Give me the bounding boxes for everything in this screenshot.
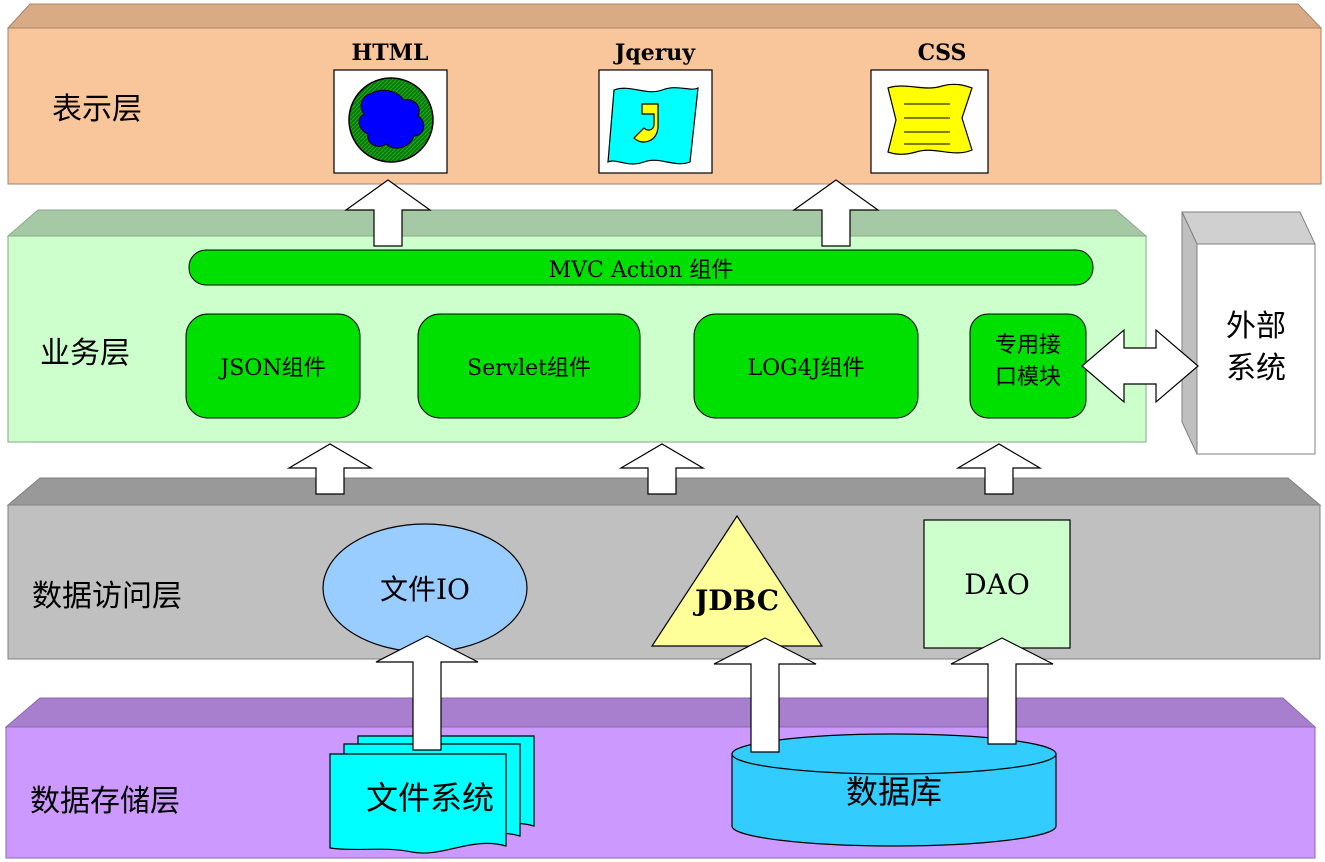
external-system-label-line2: 系统 xyxy=(1226,351,1286,386)
external-system-label-line1: 外部 xyxy=(1226,309,1286,344)
html-label: HTML xyxy=(351,40,429,66)
interface-module-label: 专用接 口模块 xyxy=(970,330,1086,394)
database-label: 数据库 xyxy=(845,773,942,811)
up-arrow-icon xyxy=(375,635,479,751)
jdbc-label: JDBC xyxy=(695,583,779,617)
external-system-label: 外部 系统 xyxy=(1197,306,1315,390)
file-system-label: 文件系统 xyxy=(365,779,494,817)
storage-layer-label: 数据存储层 xyxy=(30,784,180,819)
json-component-label: JSON组件 xyxy=(220,356,326,381)
database-cylinder-icon xyxy=(731,733,1057,847)
mvc-action-bar xyxy=(188,249,1094,286)
log4j-component-box xyxy=(693,313,919,419)
css-label: CSS xyxy=(917,40,967,66)
up-arrow-icon xyxy=(950,637,1054,745)
storage-layer-slab xyxy=(4,697,1317,859)
globe-icon xyxy=(333,69,448,174)
file-io-label: 文件IO xyxy=(379,573,471,606)
business-layer-label: 业务层 xyxy=(40,336,130,371)
up-arrow-icon xyxy=(344,179,432,247)
up-arrow-icon xyxy=(286,443,374,495)
jquery-label: Jqeruy xyxy=(614,40,696,66)
double-arrow-icon xyxy=(1081,328,1199,404)
file-system-icon xyxy=(329,735,535,854)
up-arrow-icon xyxy=(955,443,1043,495)
stylesheet-icon xyxy=(870,69,989,174)
log4j-component-label: LOG4J组件 xyxy=(747,356,865,381)
servlet-component-box xyxy=(417,313,641,419)
up-arrow-icon xyxy=(618,443,706,495)
interface-module-label-line1: 专用接 xyxy=(994,333,1061,358)
up-arrow-icon xyxy=(713,637,817,753)
external-system-box xyxy=(1181,211,1316,455)
jdbc-triangle xyxy=(650,514,824,647)
up-arrow-icon xyxy=(792,179,880,247)
mvc-action-label: MVC Action 组件 xyxy=(548,257,734,283)
dao-box xyxy=(923,519,1071,649)
servlet-component-label: Servlet组件 xyxy=(467,356,591,381)
dao-label: DAO xyxy=(964,567,1030,601)
data-access-layer-label: 数据访问层 xyxy=(32,579,182,614)
json-component-box xyxy=(185,313,361,419)
jquery-icon xyxy=(598,69,713,174)
interface-module-label-line2: 口模块 xyxy=(994,365,1061,390)
presentation-layer-label: 表示层 xyxy=(52,92,142,127)
